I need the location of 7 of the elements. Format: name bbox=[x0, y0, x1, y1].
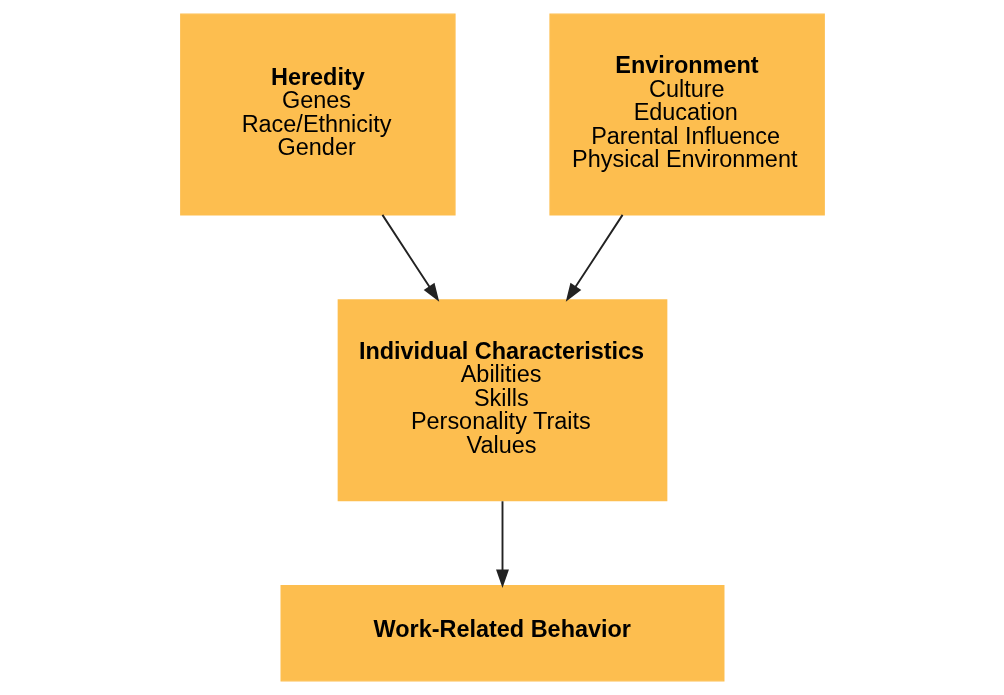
arrow bbox=[495, 500, 509, 588]
node-box: Heredity Genes Race/Ethnicity Gender bbox=[179, 13, 456, 216]
node-box: Environment Culture Education Parental Influence Physical Environment bbox=[548, 13, 825, 216]
arrow bbox=[381, 213, 439, 302]
arrow bbox=[565, 213, 623, 302]
node-box: Individual Characteristics Abilities Skills Personality Traits Values bbox=[337, 299, 667, 502]
node-box: Work-Related Behavior bbox=[280, 584, 724, 682]
